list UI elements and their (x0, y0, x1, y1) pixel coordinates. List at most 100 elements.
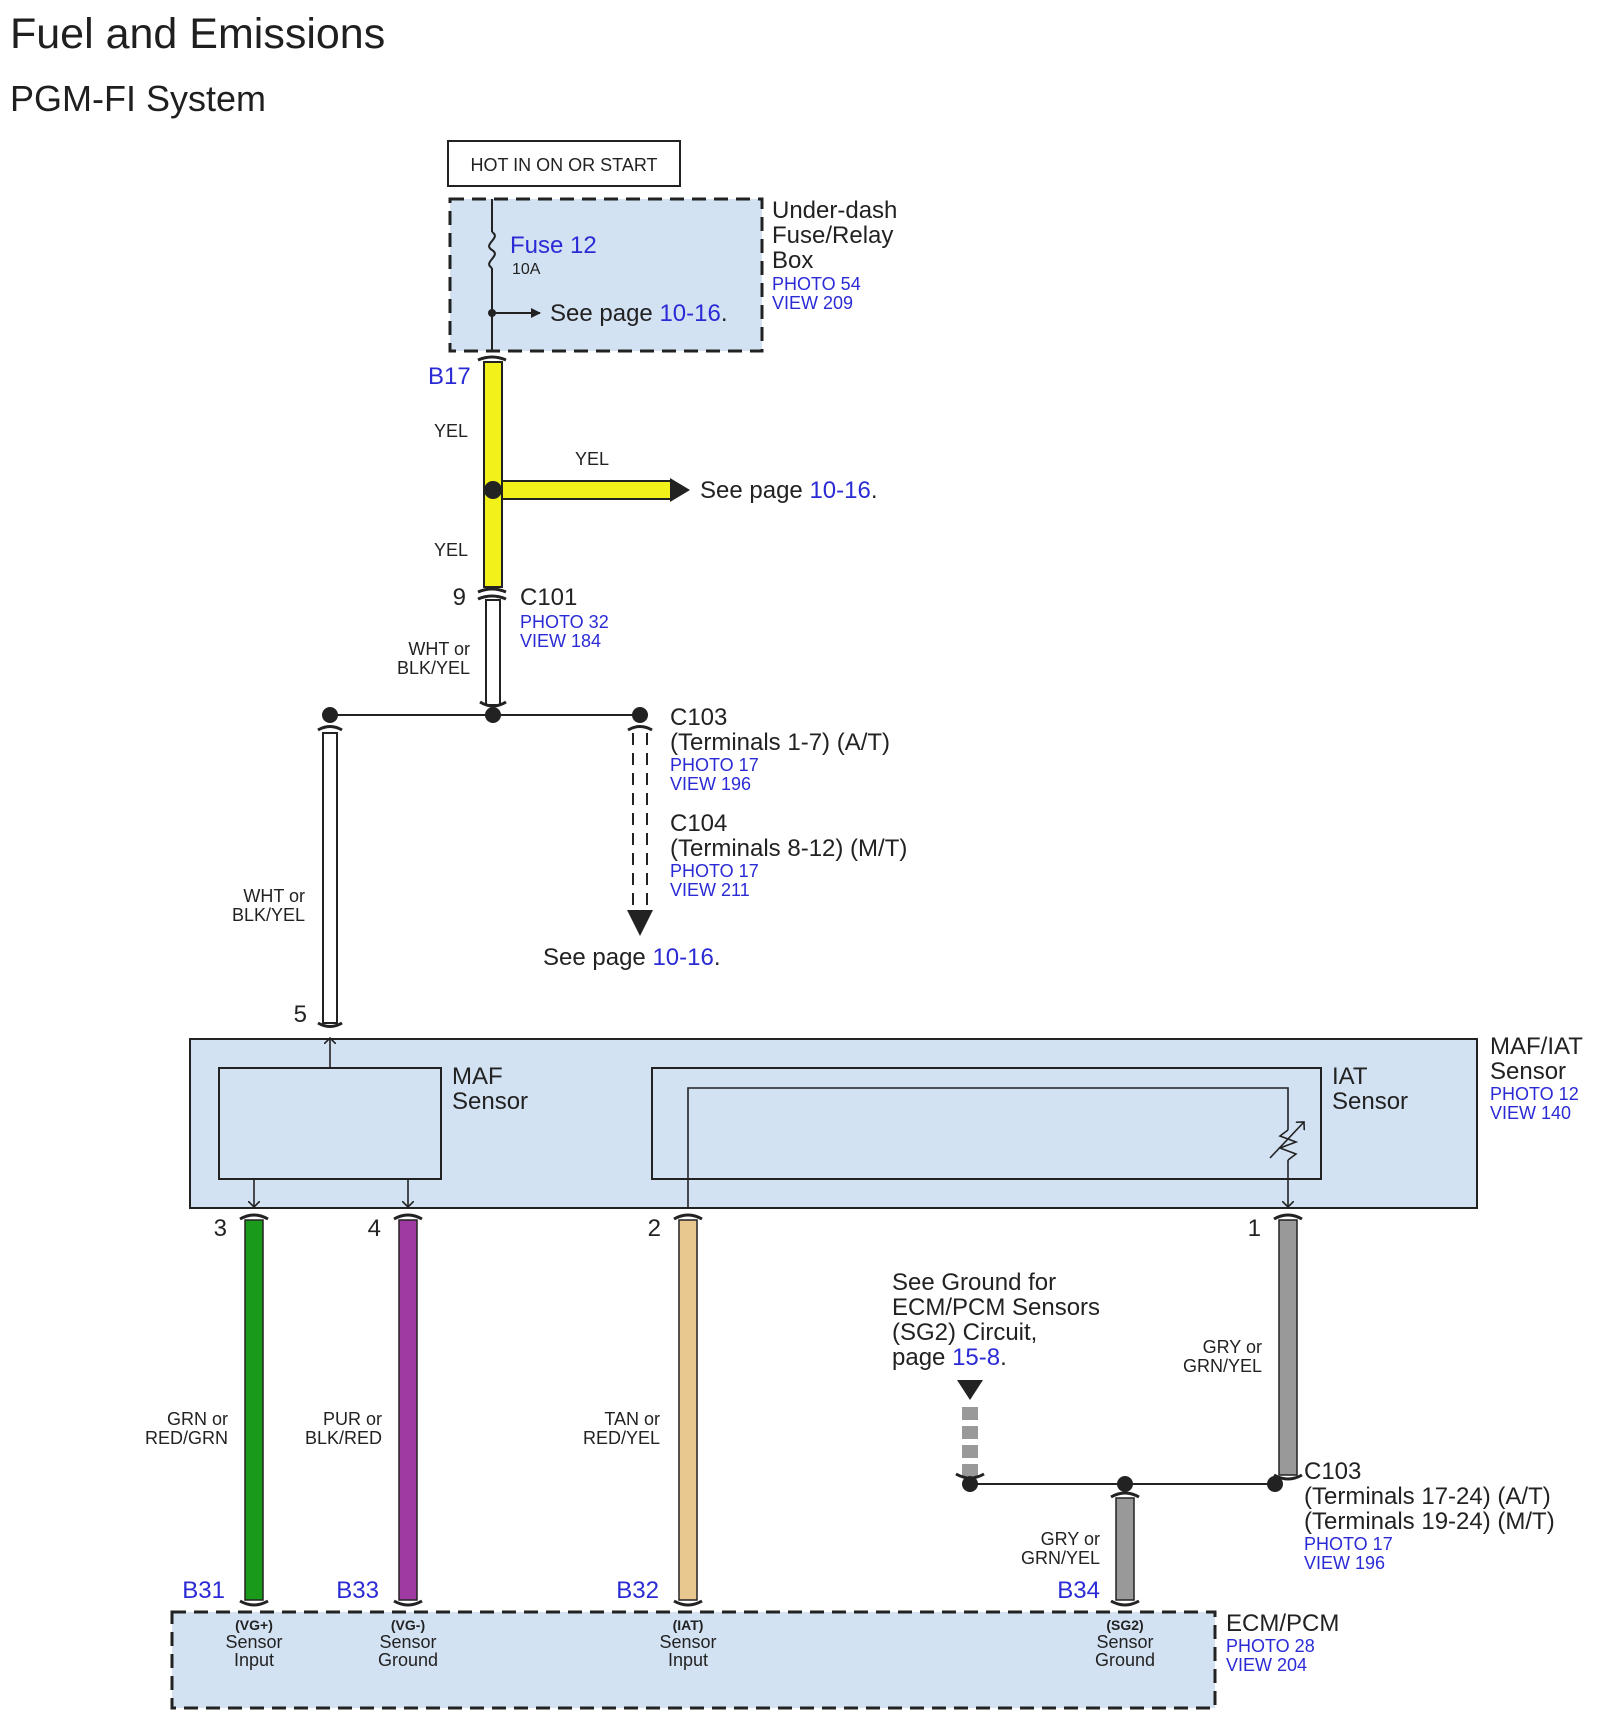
tan-wire-label-2: RED/YEL (583, 1428, 660, 1448)
yel-wire-label-upper: YEL (434, 421, 468, 441)
terminal-b31: B31 (182, 1577, 225, 1604)
c101-photo-link[interactable]: PHOTO 32 (520, 612, 609, 632)
c104-terminals: (Terminals 8-12) (M/T) (670, 835, 907, 862)
maf-iat-unit-label-2: Sensor (1490, 1058, 1566, 1085)
c101-view-link[interactable]: VIEW 184 (520, 631, 601, 651)
ecm-input-sg2-line-2: Ground (1095, 1650, 1155, 1670)
sensor-pin-4: 4 (368, 1215, 381, 1242)
sensor-pin-1: 1 (1248, 1215, 1261, 1242)
maf-sensor-label-2: Sensor (452, 1088, 528, 1115)
ecm-input-iat-line-1: Sensor (659, 1632, 716, 1652)
ecm-pcm-name: ECM/PCM (1226, 1610, 1339, 1637)
pur-wire (393, 1213, 423, 1607)
page-title: Fuel and Emissions (10, 10, 386, 58)
ecm-input-vg-minus-line-2: Ground (378, 1650, 438, 1670)
sensor-pin-3: 3 (214, 1215, 227, 1242)
splice-horizontal (322, 707, 648, 723)
fuse-box-view-link[interactable]: VIEW 209 (772, 293, 853, 313)
ecm-input-vg-plus-code: (VG+) (235, 1617, 273, 1633)
sensor-pin-2: 2 (648, 1215, 661, 1242)
maf-iat-unit-label-1: MAF/IAT (1490, 1033, 1583, 1060)
ecm-input-vg-plus-line-2: Input (234, 1650, 274, 1670)
maf-iat-view-link[interactable]: VIEW 140 (1490, 1103, 1571, 1123)
c103-c104-dashed-wire (627, 725, 653, 936)
tan-wire (673, 1213, 703, 1607)
gry-iat-label-1: GRY or (1203, 1337, 1262, 1357)
wht-left-label-1: WHT or (243, 886, 305, 906)
ecm-input-iat-code: (IAT) (673, 1617, 704, 1633)
terminal-b33: B33 (336, 1577, 379, 1604)
grn-wire (239, 1213, 269, 1607)
sg2-ground-circuit (955, 1380, 1283, 1492)
gry-iat-label-2: GRN/YEL (1183, 1356, 1262, 1376)
fuse-rating: 10A (512, 261, 541, 278)
iat-sensor-label-1: IAT (1332, 1063, 1368, 1090)
branch-see-page[interactable]: See page 10-16. (700, 477, 878, 504)
gry-wire-sg2 (1110, 1491, 1140, 1607)
ecm-input-vg-minus-code: (VG-) (391, 1617, 425, 1633)
gry-wire-iat-return (1273, 1213, 1303, 1481)
fuse-box-photo-link[interactable]: PHOTO 54 (772, 274, 861, 294)
wht-mid-label-1: WHT or (408, 639, 470, 659)
terminal-b32: B32 (616, 1577, 659, 1604)
b17-terminal: B17 (428, 363, 471, 390)
c103-bottom-view-link[interactable]: VIEW 196 (1304, 1553, 1385, 1573)
gry-sg2-label-1: GRY or (1041, 1529, 1100, 1549)
grn-wire-label-2: RED/GRN (145, 1428, 228, 1448)
c104-see-page[interactable]: See page 10-16. (543, 944, 721, 971)
wht-mid-label-2: BLK/YEL (397, 658, 470, 678)
hot-label: HOT IN ON OR START (470, 155, 657, 175)
yel-branch-label: YEL (575, 449, 609, 469)
ecm-input-iat-line-2: Input (668, 1650, 708, 1670)
c103-top-terminals: (Terminals 1-7) (A/T) (670, 729, 890, 756)
grn-wire-label-1: GRN or (167, 1409, 228, 1429)
pur-wire-label-1: PUR or (323, 1409, 382, 1429)
ecm-input-sg2-code: (SG2) (1106, 1617, 1143, 1633)
ecm-pcm-view-link[interactable]: VIEW 204 (1226, 1655, 1307, 1675)
gry-sg2-label-2: GRN/YEL (1021, 1548, 1100, 1568)
maf-iat-photo-link[interactable]: PHOTO 12 (1490, 1084, 1579, 1104)
c101-name: C101 (520, 584, 577, 611)
fuse-box-name-3: Box (772, 247, 813, 274)
fuse-icon (488, 231, 496, 269)
maf-sensor-label-1: MAF (452, 1063, 503, 1090)
ecm-pcm-photo-link[interactable]: PHOTO 28 (1226, 1636, 1315, 1656)
maf-terminal-5: 5 (294, 1001, 307, 1028)
c104-photo-link[interactable]: PHOTO 17 (670, 861, 759, 881)
wht-wire-vertical-mid (479, 599, 507, 708)
c103-top-photo-link[interactable]: PHOTO 17 (670, 755, 759, 775)
yellow-wire (477, 355, 690, 601)
pur-wire-label-2: BLK/RED (305, 1428, 382, 1448)
c103-top-view-link[interactable]: VIEW 196 (670, 774, 751, 794)
c103-bottom-terminals-mt: (Terminals 19-24) (M/T) (1304, 1508, 1555, 1535)
c103-bottom-terminals-at: (Terminals 17-24) (A/T) (1304, 1483, 1551, 1510)
fuse-see-page[interactable]: See page 10-16. (550, 300, 728, 327)
fuse-name: Fuse 12 (510, 232, 597, 259)
ecm-input-vg-plus-line-1: Sensor (225, 1632, 282, 1652)
wht-left-label-2: BLK/YEL (232, 905, 305, 925)
ecm-input-sg2-line-1: Sensor (1096, 1632, 1153, 1652)
thermistor-icon (1277, 1129, 1299, 1161)
fuse-box-name-2: Fuse/Relay (772, 222, 893, 249)
c103-bottom-photo-link[interactable]: PHOTO 17 (1304, 1534, 1393, 1554)
iat-sensor-label-2: Sensor (1332, 1088, 1408, 1115)
c104-view-link[interactable]: VIEW 211 (670, 880, 750, 900)
c103-top-name: C103 (670, 704, 727, 731)
wht-wire-left (317, 725, 343, 1028)
ecm-pcm-box (170, 1610, 1217, 1710)
c104-name: C104 (670, 810, 727, 837)
page-subtitle: PGM-FI System (10, 78, 267, 119)
ground-ref-line-1: See Ground for (892, 1269, 1056, 1296)
tan-wire-label-1: TAN or (604, 1409, 660, 1429)
ecm-input-vg-minus-line-1: Sensor (379, 1632, 436, 1652)
terminal-b34: B34 (1057, 1577, 1100, 1604)
ground-ref-line-3: (SG2) Circuit, (892, 1319, 1037, 1346)
maf-iat-sensor-housing (189, 1038, 1478, 1209)
c103-bottom-name: C103 (1304, 1458, 1361, 1485)
fuse-box-name-1: Under-dash (772, 197, 897, 224)
c101-terminal-9: 9 (453, 584, 466, 611)
ground-ref-page[interactable]: page 15-8. (892, 1344, 1007, 1371)
under-dash-fuse-box: Fuse 12 10A See page 10-16. (448, 197, 764, 353)
yel-wire-label-lower: YEL (434, 540, 468, 560)
